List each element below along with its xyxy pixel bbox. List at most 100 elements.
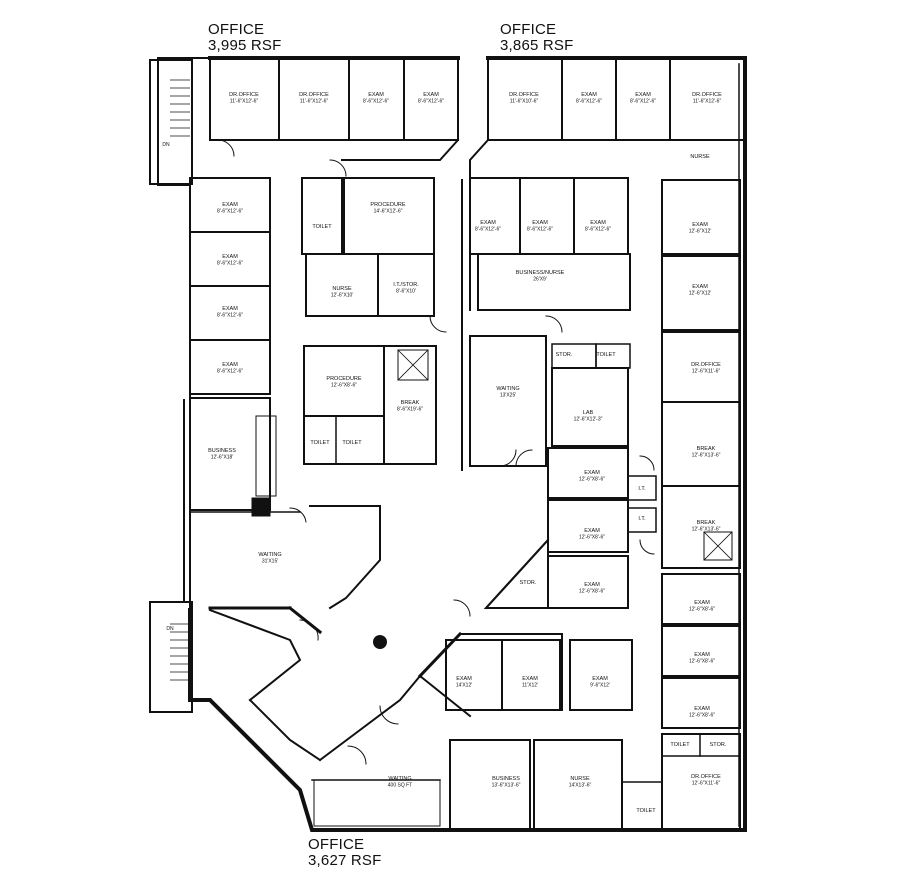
room-label: I.T. [638,486,646,492]
room-label: TOILET [636,808,656,814]
room-stor: STOR. [710,742,727,748]
column-marker-icon [373,635,387,649]
room-label: EXAM [222,362,238,368]
room-i-t: I.T. [638,486,646,492]
room-label: EXAM [222,306,238,312]
room-label: BREAK [697,446,716,452]
room-stor: STOR. [520,580,537,586]
room-label: DR.OFFICE [299,92,329,98]
room-toilet: TOILET [596,352,616,358]
room-label: TOILET [596,352,616,358]
room-label: NURSE [332,286,352,292]
office-name: OFFICE [308,836,365,853]
room-label: NURSE [570,776,590,782]
room-label: EXAM [532,220,548,226]
room-toilet: TOILET [342,440,362,446]
room-label: LAB [583,410,594,416]
office-name: OFFICE [208,21,265,38]
room-label: EXAM [222,254,238,260]
room-dimensions: 12'-6"X10' [331,293,354,299]
room-dimensions: 12'-6"X11'-6" [692,369,721,375]
stair-label: DN [166,626,174,632]
office-area: 3,627 RSF [308,852,382,869]
room-label: TOILET [310,440,330,446]
room-dimensions: 8'-6"X12'-6" [363,99,389,105]
room-dimensions: 12'-6"X12' [689,229,712,235]
room-label: EXAM [368,92,384,98]
room-dimensions: 9'-6"X12' [590,683,610,689]
room-label: WAITING [496,386,519,392]
room-dimensions: 8'-6"X12'-6" [217,261,243,267]
room-label: DR.OFFICE [692,92,722,98]
room-dimensions: 11'-6"X12'-6" [230,99,259,105]
room-dimensions: 8'-6"X12'-6" [217,209,243,215]
room-label: I.T. [638,516,646,522]
room-dimensions: 11'-6"X12'-6" [693,99,722,105]
room-dimensions: 400 SQ FT [388,783,412,789]
office-area: 3,865 RSF [500,37,574,54]
room-dimensions: 12'-6"X11'-6" [692,781,721,787]
room-dimensions: 13'-6"X13'-6" [492,783,521,789]
room-label: EXAM [584,528,600,534]
room-label: EXAM [590,220,606,226]
room-dimensions: 8'-6"X12'-6" [418,99,444,105]
room-label: DR.OFFICE [229,92,259,98]
room-nurse: NURSE [690,154,710,160]
room-label: WAITING [388,776,411,782]
room-dimensions: 14'-6"X12'-6" [374,209,403,215]
room-label: I.T./STOR. [393,282,419,288]
room-label: NURSE [690,154,710,160]
room-dimensions: 14'X13'-6" [569,783,592,789]
room-label: EXAM [584,582,600,588]
room-dimensions: 8'-6"X12'-6" [630,99,656,105]
room-dimensions: 12'-6"X12' [689,291,712,297]
room-toilet: TOILET [636,808,656,814]
room-label: EXAM [423,92,439,98]
room-dimensions: 12'-6"X8'-6" [579,589,605,595]
room-dimensions: 8'-6"X12'-6" [585,227,611,233]
room-dimensions: 8'-6"X12'-6" [475,227,501,233]
room-dimensions: 13'X25' [500,393,516,399]
room-label: EXAM [592,676,608,682]
room-label: BREAK [697,520,716,526]
room-label: BUSINESS [208,448,236,454]
room-label: STOR. [556,352,573,358]
room-label: EXAM [584,470,600,476]
room-dimensions: 26'X9' [533,277,547,283]
room-dimensions: 8'-6"X12'-6" [217,313,243,319]
stair-top [149,59,193,185]
room-label: EXAM [581,92,597,98]
room-dimensions: 12'-6"X8'-6" [689,659,715,665]
office-label-south: OFFICE 3,627 RSF [308,837,382,869]
room-i-t: I.T. [638,516,646,522]
room-dimensions: 12'-6"X8'-6" [331,383,357,389]
room-label: EXAM [692,222,708,228]
room-dimensions: 12'-6"X8'-6" [689,713,715,719]
room-label: EXAM [456,676,472,682]
